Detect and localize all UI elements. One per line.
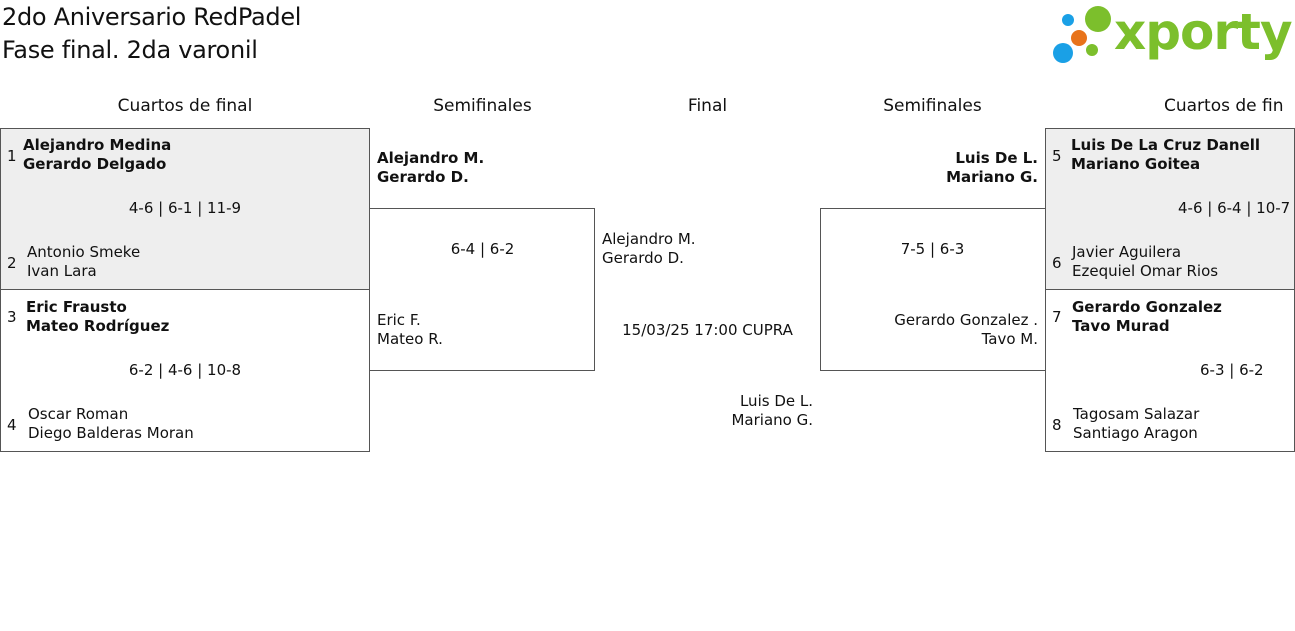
player-name: Alejandro M.: [602, 230, 696, 248]
player-name: Gerardo D.: [602, 249, 684, 267]
seed-number: 1: [7, 147, 17, 165]
match-score: 4-6 | 6-4 | 10-7: [1178, 199, 1291, 217]
player-name: Ivan Lara: [27, 262, 97, 280]
seed-number: 3: [7, 308, 17, 326]
player-name: Luis De L.: [955, 149, 1038, 167]
player-name: Diego Balderas Moran: [28, 424, 194, 442]
seed-number: 8: [1052, 416, 1062, 434]
team-sf1-bottom[interactable]: Eric F. Mateo R.: [377, 311, 443, 349]
final-schedule-info: 15/03/25 17:00 CUPRA: [622, 321, 793, 339]
player-name: Gerardo Gonzalez: [1072, 298, 1222, 316]
player-name: Gerardo Delgado: [23, 155, 167, 173]
team-sf2-bottom[interactable]: Gerardo Gonzalez . Tavo M.: [894, 311, 1038, 349]
player-name: Javier Aguilera: [1072, 243, 1182, 261]
team-qf1-bottom[interactable]: Antonio Smeke Ivan Lara: [27, 243, 140, 281]
player-name: Antonio Smeke: [27, 243, 141, 261]
player-name: Gerardo D.: [377, 168, 469, 186]
team-final-bottom[interactable]: Luis De L. Mariano G.: [731, 392, 813, 430]
seed-number: 4: [7, 416, 17, 434]
player-name: Luis De La Cruz Danell: [1071, 136, 1261, 154]
player-name: Ezequiel Omar Rios: [1072, 262, 1219, 280]
player-name: Gerardo Gonzalez .: [894, 311, 1038, 329]
player-name: Tavo Murad: [1072, 317, 1170, 335]
match-score: 6-2 | 4-6 | 10-8: [128, 361, 242, 379]
team-qf2-bottom[interactable]: Oscar Roman Diego Balderas Moran: [28, 405, 194, 443]
player-name: Santiago Aragon: [1073, 424, 1198, 442]
match-qf3[interactable]: [1045, 128, 1295, 290]
round-header-semifinals-left: Semifinales: [433, 96, 532, 116]
seed-number: 7: [1052, 308, 1062, 326]
logo-wordmark: xporty: [1114, 3, 1293, 61]
player-name: Oscar Roman: [28, 405, 129, 423]
team-qf4-bottom[interactable]: Tagosam Salazar Santiago Aragon: [1073, 405, 1199, 443]
player-name: Mariano G.: [946, 168, 1038, 186]
match-qf1[interactable]: [0, 128, 370, 290]
match-sf1[interactable]: [369, 208, 595, 371]
match-score: 7-5 | 6-3: [900, 240, 965, 258]
xporty-dots-icon: [1053, 6, 1111, 63]
tournament-subtitle: Fase final. 2da varonil: [2, 36, 258, 64]
player-name: Tavo M.: [981, 330, 1038, 348]
team-sf2-top[interactable]: Luis De L. Mariano G.: [946, 149, 1038, 187]
tournament-title: 2do Aniversario RedPadel: [2, 3, 302, 31]
team-qf3-top[interactable]: Luis De La Cruz Danell Mariano Goitea: [1071, 136, 1260, 174]
seed-number: 6: [1052, 254, 1062, 272]
player-name: Eric F.: [377, 311, 421, 329]
round-header-final: Final: [687, 96, 728, 116]
player-name: Mariano G.: [731, 411, 813, 429]
seed-number: 2: [7, 254, 17, 272]
player-name: Eric Frausto: [26, 298, 127, 316]
round-header-quarterfinals-right: Cuartos de fin: [1164, 96, 1284, 116]
player-name: Mateo R.: [377, 330, 443, 348]
match-score: 6-4 | 6-2: [450, 240, 515, 258]
round-header-quarterfinals-left: Cuartos de final: [117, 96, 253, 116]
player-name: Luis De L.: [739, 392, 813, 410]
match-score: 4-6 | 6-1 | 11-9: [128, 199, 242, 217]
player-name: Alejandro M.: [377, 149, 485, 167]
team-qf1-top[interactable]: Alejandro Medina Gerardo Delgado: [23, 136, 171, 174]
team-sf1-top[interactable]: Alejandro M. Gerardo D.: [377, 149, 484, 187]
player-name: Mariano Goitea: [1071, 155, 1201, 173]
team-final-top[interactable]: Alejandro M. Gerardo D.: [602, 230, 696, 268]
team-qf3-bottom[interactable]: Javier Aguilera Ezequiel Omar Rios: [1072, 243, 1218, 281]
match-score: 6-3 | 6-2: [1200, 361, 1264, 379]
team-qf2-top[interactable]: Eric Frausto Mateo Rodríguez: [26, 298, 169, 336]
xporty-logo[interactable]: xporty: [1050, 3, 1293, 68]
round-header-semifinals-right: Semifinales: [883, 96, 982, 116]
team-qf4-top[interactable]: Gerardo Gonzalez Tavo Murad: [1072, 298, 1222, 336]
seed-number: 5: [1052, 147, 1062, 165]
player-name: Alejandro Medina: [23, 136, 172, 154]
player-name: Mateo Rodríguez: [26, 317, 170, 335]
player-name: Tagosam Salazar: [1073, 405, 1200, 423]
